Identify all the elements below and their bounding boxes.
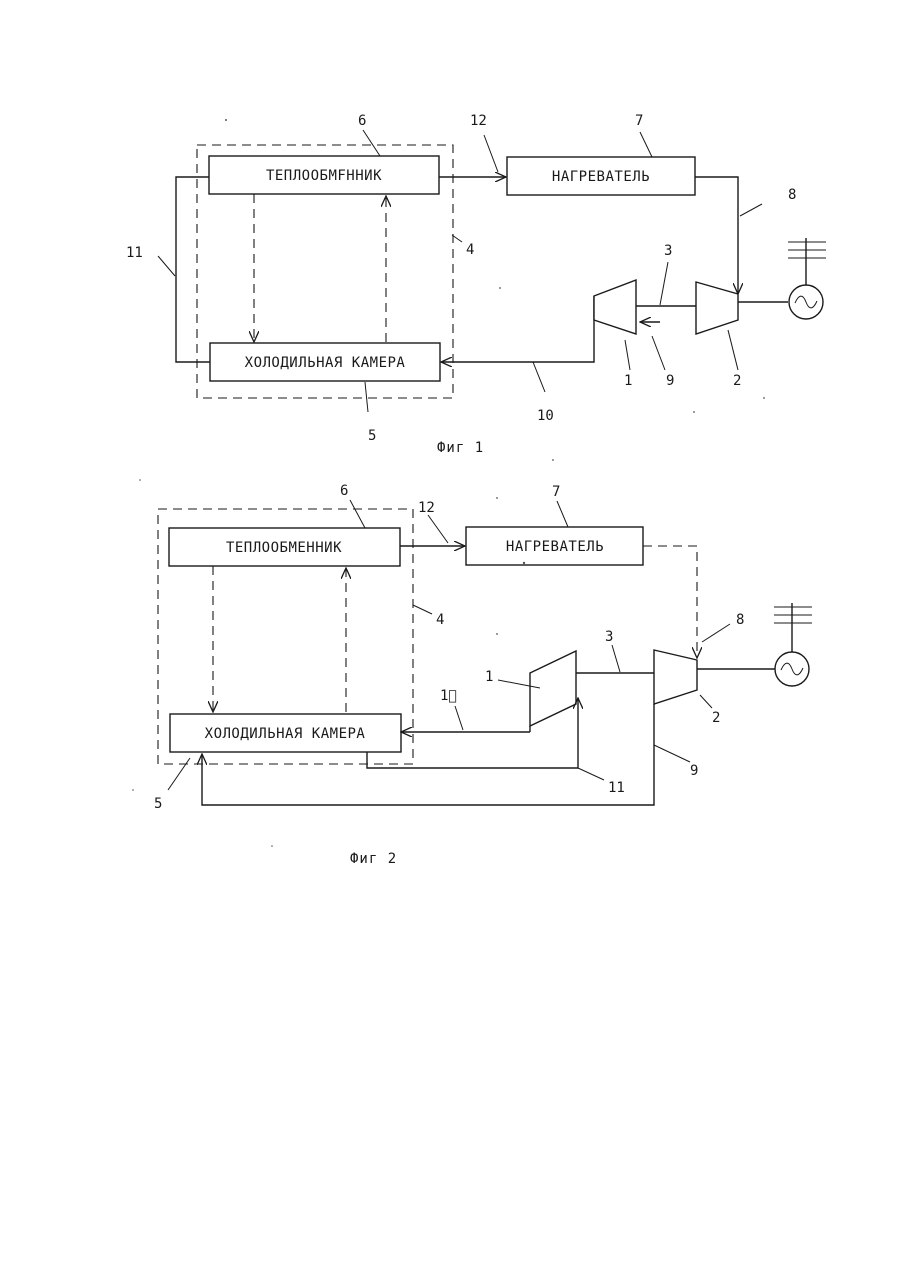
- leader-6: [363, 130, 380, 156]
- leader-12: [484, 135, 498, 172]
- ref-5: 5: [154, 796, 162, 812]
- line-8: [695, 177, 738, 294]
- compressor-1: [594, 280, 636, 334]
- ref-2: 2: [733, 373, 741, 389]
- turbine-2: [696, 282, 738, 334]
- leader-3: [612, 645, 620, 672]
- line-8: [643, 546, 697, 658]
- ref-3: 3: [605, 629, 613, 645]
- ref-1: 1: [624, 373, 632, 389]
- leader-3: [660, 262, 668, 305]
- figure-2: ТЕПЛООБМЕННИК НАГРЕВАТЕЛЬ ХОЛОДИЛЬНАЯ КА…: [154, 483, 812, 867]
- cold-chamber-label: ХОЛОДИЛЬНАЯ КАМЕРА: [245, 355, 406, 371]
- ref-8: 8: [788, 187, 796, 203]
- leader-11: [578, 768, 604, 780]
- ref-6: 6: [340, 483, 348, 499]
- ref-12: 12: [470, 113, 487, 129]
- leader-10: [455, 706, 463, 730]
- ref-6: 6: [358, 113, 366, 129]
- leader-5: [168, 758, 190, 790]
- heater-label: НАГРЕВАТЕЛЬ: [506, 539, 604, 555]
- leader-6: [350, 500, 365, 528]
- leader-1: [625, 340, 630, 370]
- ref-12: 12: [418, 500, 435, 516]
- leader-2: [700, 695, 712, 708]
- figure-2-caption: Фиг 2: [350, 851, 397, 867]
- ref-7: 7: [552, 484, 560, 500]
- ref-1: 1: [485, 669, 493, 685]
- leader-2: [728, 330, 738, 370]
- ref-3: 3: [664, 243, 672, 259]
- line-10: [441, 296, 594, 362]
- heat-exchanger-label: ТЕПЛООБМЕННИК: [226, 540, 342, 556]
- ref-8: 8: [736, 612, 744, 628]
- leader-9: [654, 745, 690, 762]
- ref-5: 5: [368, 428, 376, 444]
- heat-exchanger-label: ТЕПЛООБМFННИК: [266, 168, 382, 184]
- ref-10: 10: [537, 408, 554, 424]
- ref-2: 2: [712, 710, 720, 726]
- leader-12: [428, 515, 448, 543]
- compressor-1: [530, 651, 576, 726]
- ref-11: 11: [608, 780, 625, 796]
- leader-11: [158, 256, 175, 276]
- ref-9: 9: [690, 763, 698, 779]
- leader-7: [640, 132, 652, 157]
- line-11: [176, 177, 210, 362]
- leader-9: [652, 336, 665, 370]
- ref-4: 4: [436, 612, 444, 628]
- turbine-2: [654, 650, 697, 704]
- leader-7: [557, 501, 568, 527]
- figure-1-caption: Фиг 1: [437, 440, 484, 456]
- ref-4: 4: [466, 242, 474, 258]
- leader-10: [533, 362, 545, 392]
- ref-7: 7: [635, 113, 643, 129]
- leader-8: [702, 624, 730, 642]
- heater-label: НАГРЕВАТЕЛЬ: [552, 169, 650, 185]
- ref-10: 1 : [440, 688, 457, 704]
- ref-9: 9: [666, 373, 674, 389]
- leader-5: [365, 382, 368, 412]
- figure-1: ТЕПЛООБМFННИК НАГРЕВАТЕЛЬ ХОЛОДИЛЬНАЯ КА…: [126, 113, 826, 456]
- ref-11: 11: [126, 245, 143, 261]
- cold-chamber-label: ХОЛОДИЛЬНАЯ КАМЕРА: [205, 726, 366, 742]
- leader-8: [740, 204, 762, 216]
- leader-4: [413, 605, 432, 614]
